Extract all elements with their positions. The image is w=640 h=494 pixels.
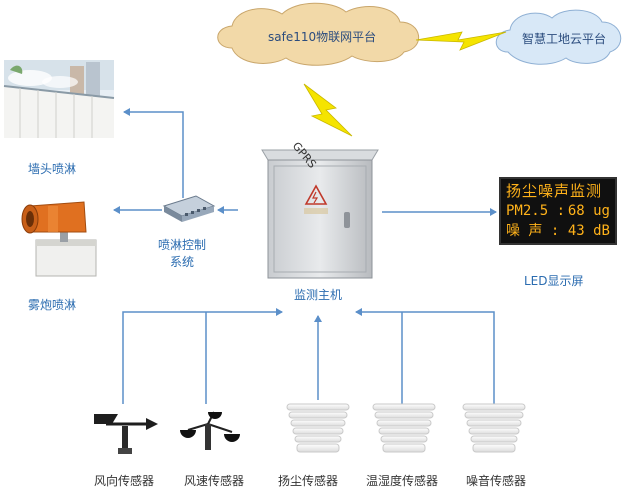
wall-spray-label: 墙头喷淋 [28, 162, 77, 176]
led-display: 扬尘噪声监测 PM2.5 : 68 ug 噪 声 : 43 dB [499, 177, 617, 245]
spray-control-label-line2: 系统 [170, 255, 195, 269]
main-host-cabinet [261, 149, 379, 279]
iot-platform-label: safe110物联网平台 [268, 30, 377, 44]
main-host-label: 监测主机 [294, 288, 343, 302]
spray-control-label-line1: 喷淋控制 [158, 238, 207, 252]
cloud-platform-label: 智慧工地云平台 [522, 32, 607, 46]
sensor-label-noise: 噪音传感器 [466, 474, 527, 488]
led-row-value: 68 ug [567, 203, 610, 219]
lightning-cloud-link [415, 31, 507, 51]
led-row-noise: 噪 声 : 43 dB [506, 221, 610, 241]
led-row-name: 噪 声 : [506, 223, 560, 239]
temp-humidity-sensor-icon [372, 403, 436, 453]
wind-vane-icon [94, 414, 158, 454]
lightning-gprs-link [303, 83, 353, 137]
led-row-value: 43 dB [567, 223, 610, 239]
sensor-label-dust: 扬尘传感器 [278, 474, 339, 488]
dust-sensor-icon [286, 403, 350, 453]
sensor-label-wind-direction: 风向传感器 [94, 474, 155, 488]
led-row-pm25: PM2.5 : 68 ug [506, 201, 610, 221]
arrow-spray-to-wall [123, 108, 184, 198]
spray-control-module-icon [162, 195, 216, 222]
cloud-platform-cloud [495, 9, 622, 65]
sensor-bus-left [122, 308, 283, 404]
led-row-name: PM2.5 : [506, 203, 566, 219]
sensor-label-temp-humidity: 温湿度传感器 [366, 474, 439, 488]
wall-spray-photo [3, 60, 115, 138]
anemometer-icon [180, 411, 240, 450]
iot-platform-cloud [217, 2, 420, 66]
noise-sensor-icon [462, 403, 526, 453]
sensor-label-wind-speed: 风速传感器 [184, 474, 245, 488]
connection-arrows [113, 108, 497, 404]
fog-cannon-icon [21, 201, 97, 277]
led-screen-label: LED显示屏 [524, 274, 584, 288]
led-title: 扬尘噪声监测 [506, 182, 603, 200]
fog-cannon-label: 雾炮喷淋 [28, 298, 77, 312]
sensor-bus-right [355, 308, 495, 404]
